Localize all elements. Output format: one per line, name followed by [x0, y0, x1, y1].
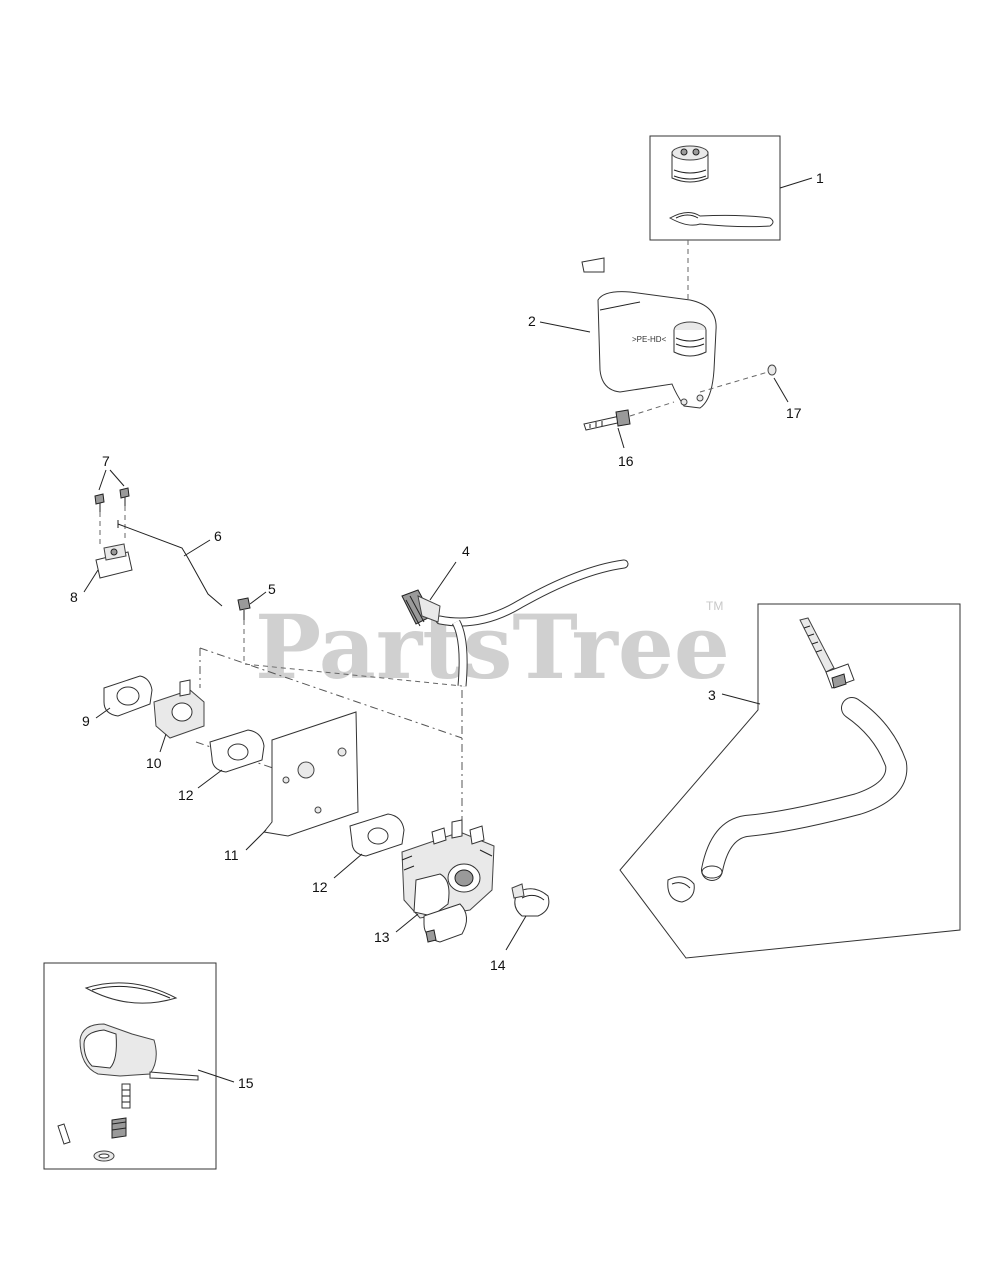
callout-2: 2 [528, 313, 536, 329]
callout-11: 11 [224, 847, 239, 863]
leader-3 [721, 693, 761, 705]
leader-9 [95, 707, 111, 719]
leader-16 [617, 427, 625, 449]
callout-5: 5 [268, 581, 276, 597]
part-9-gasket[interactable] [103, 675, 153, 717]
leader-12b [333, 853, 363, 879]
part-13-carburetor[interactable] [401, 819, 495, 943]
part-1-fuel-cap[interactable] [649, 135, 781, 241]
callout-13: 13 [374, 929, 390, 945]
leader-10 [159, 733, 167, 753]
callout-16: 16 [618, 453, 634, 469]
assembly-line-16 [629, 401, 675, 417]
part-12-gasket-lower[interactable] [349, 813, 405, 857]
leader-14 [505, 915, 527, 951]
leader-13 [395, 913, 419, 933]
callout-9: 9 [82, 713, 90, 729]
callout-4: 4 [462, 543, 470, 559]
callout-14: 14 [490, 957, 506, 973]
part-17-washer[interactable] [767, 364, 777, 376]
part-7-screws[interactable] [94, 487, 130, 512]
leader-1 [779, 177, 813, 189]
leader-4 [429, 561, 457, 601]
leader-8 [83, 569, 99, 593]
leader-7b [109, 469, 125, 487]
leader-5 [249, 591, 267, 605]
part-2-fuel-tank[interactable]: >PE-HD< [581, 257, 717, 409]
part-4-fuel-line[interactable] [401, 559, 629, 687]
leader-15 [197, 1069, 235, 1083]
leader-7a [98, 469, 107, 491]
part-12-gasket-upper[interactable] [209, 729, 265, 773]
callout-8: 8 [70, 589, 78, 605]
leader-17 [773, 377, 789, 403]
callout-3: 3 [708, 687, 716, 703]
part-11-heat-shield[interactable] [263, 711, 359, 837]
part-15-box [43, 962, 217, 1170]
watermark: PartsTree TM [255, 595, 730, 699]
watermark-text: PartsTree [255, 595, 730, 699]
watermark-trademark: TM [706, 599, 723, 613]
part-14-clamp[interactable] [511, 883, 550, 917]
tank-marking: >PE-HD< [632, 335, 667, 344]
callout-7: 7 [102, 453, 110, 469]
callout-6: 6 [214, 528, 222, 544]
assembly-line-17 [699, 371, 769, 393]
part-10-spacer[interactable] [153, 679, 205, 739]
part-15-repair-kit[interactable] [43, 962, 217, 1170]
callout-12b: 12 [312, 879, 328, 895]
leader-2 [539, 321, 591, 333]
callout-10: 10 [146, 755, 162, 771]
part-3-hose-kit[interactable] [619, 603, 961, 959]
leader-11 [245, 829, 267, 851]
part-16-bolt[interactable] [583, 409, 631, 431]
part-5-clip[interactable] [237, 597, 251, 620]
part-3-box [619, 603, 961, 959]
callout-12a: 12 [178, 787, 194, 803]
callout-15: 15 [238, 1075, 254, 1091]
callout-1: 1 [816, 170, 824, 186]
callout-17: 17 [786, 405, 802, 421]
leader-12a [197, 769, 223, 789]
leader-6 [183, 539, 211, 557]
part-8-bracket[interactable] [95, 543, 133, 579]
part-6-rod[interactable] [117, 520, 223, 607]
